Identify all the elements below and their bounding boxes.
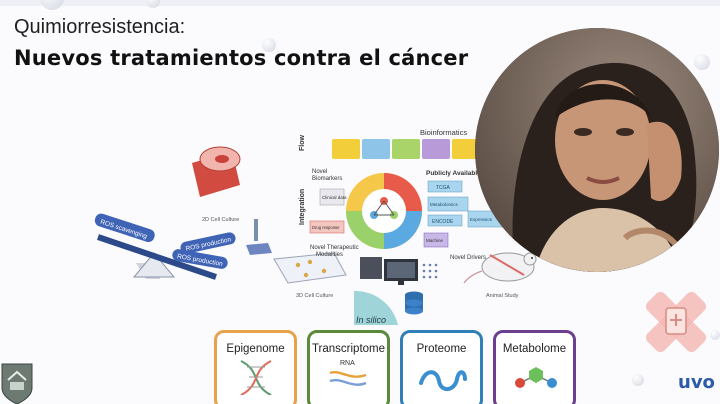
omics-panels: Epigenome Transcriptome RNA Proteome bbox=[214, 330, 584, 404]
rna-icon: RNA bbox=[329, 360, 367, 386]
omic-panel-proteome: Proteome bbox=[400, 330, 483, 404]
omic-label: Epigenome bbox=[226, 343, 285, 355]
3d-cell-culture: 3D Cell Culture bbox=[246, 219, 347, 299]
flow-label: Flow bbox=[299, 135, 306, 151]
heatmap-dots bbox=[422, 263, 438, 279]
presenter-video bbox=[475, 28, 719, 272]
decorative-bubble bbox=[632, 374, 644, 386]
medical-cross-icon bbox=[645, 291, 707, 353]
rna-label: RNA bbox=[340, 360, 355, 367]
metabolomics-label: Metabolomics bbox=[430, 202, 459, 207]
decorative-bubble bbox=[694, 54, 710, 70]
database-icon bbox=[405, 291, 423, 315]
decorative-bubble bbox=[710, 330, 720, 340]
in-silico-shape bbox=[354, 290, 398, 325]
omic-panel-transcriptome: Transcriptome RNA bbox=[307, 330, 390, 404]
protein-icon bbox=[419, 370, 467, 391]
brand-logo: uvo bbox=[672, 368, 720, 398]
omic-panel-epigenome: Epigenome bbox=[214, 330, 297, 404]
webcam-video-feed bbox=[475, 28, 719, 272]
top-strip bbox=[0, 0, 720, 6]
omics-integration-figure: ROS scavenging ROS production ROS produc… bbox=[94, 128, 537, 325]
integration-label: Integration bbox=[299, 189, 306, 225]
animal-study-illustration: Animal Study bbox=[463, 252, 537, 299]
omic-panel-metabolome: Metabolome bbox=[493, 330, 576, 404]
integration-wheel bbox=[346, 173, 422, 249]
decorative-bubble bbox=[40, 0, 64, 10]
computer-icon bbox=[360, 257, 418, 285]
molecule-icon bbox=[515, 367, 557, 388]
university-seal-logo bbox=[1, 363, 33, 404]
in-silico-label: In silico bbox=[356, 315, 386, 325]
expression-atlas-label: Expression bbox=[470, 217, 493, 222]
omic-label: Proteome bbox=[416, 343, 467, 355]
bioinformatics-label: Bioinformatics bbox=[420, 128, 467, 137]
slide-subtitle: Nuevos tratamientos contra el cáncer bbox=[14, 46, 469, 70]
drug-response-label: Drug response bbox=[312, 225, 340, 230]
publicly-available-label: Publicly Available bbox=[426, 170, 481, 177]
encode-label: ENCODE bbox=[432, 219, 454, 225]
decorative-bubble bbox=[146, 0, 160, 8]
dna-icon bbox=[240, 360, 272, 396]
omic-label: Transcriptome bbox=[311, 343, 386, 355]
tcga-label: TCGA bbox=[436, 185, 451, 191]
clinical-data-label: Clinical data bbox=[322, 195, 347, 200]
2d-cell-culture: 2D Cell Culture bbox=[192, 146, 241, 223]
omic-label: Metabolome bbox=[502, 343, 567, 355]
slide-title: Quimiorresistencia: bbox=[14, 16, 186, 38]
2d-culture-label: 2D Cell Culture bbox=[202, 217, 239, 223]
animal-study-label: Animal Study bbox=[486, 293, 519, 299]
machine-learning-label: Machine bbox=[426, 238, 444, 243]
3d-culture-label: 3D Cell Culture bbox=[296, 293, 333, 299]
novel-drivers-label: Novel Drivers bbox=[450, 255, 486, 261]
brand-logo-text: uvo bbox=[678, 372, 715, 393]
decorative-bubble bbox=[262, 38, 276, 52]
